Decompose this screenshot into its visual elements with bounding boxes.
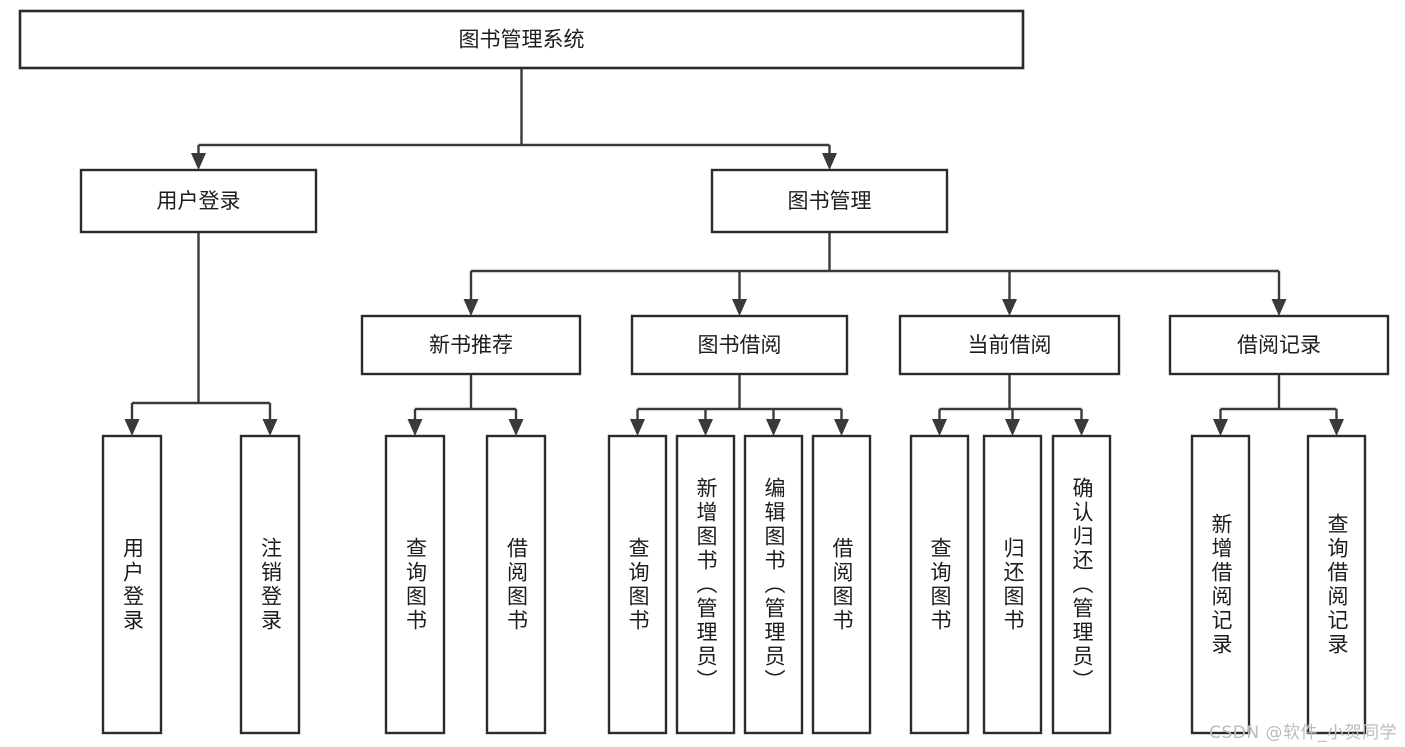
connector-layer bbox=[124, 68, 1344, 436]
connector-arrowhead bbox=[630, 419, 645, 436]
node-box[interactable] bbox=[898, 314, 1121, 376]
node-box[interactable] bbox=[101, 434, 163, 735]
node-box[interactable] bbox=[1168, 314, 1390, 376]
node-level3-3[interactable]: 借阅记录 bbox=[1168, 314, 1390, 376]
node-level3-0[interactable]: 新书推荐 bbox=[360, 314, 582, 376]
connector-arrowhead bbox=[1002, 299, 1017, 316]
connector-arrowhead bbox=[1271, 299, 1287, 316]
node-box[interactable] bbox=[1051, 434, 1112, 735]
node-box[interactable] bbox=[743, 434, 804, 735]
node-label: 图书管理系统 bbox=[459, 28, 585, 52]
node-leaf-1[interactable] bbox=[239, 434, 301, 735]
node-level2-1[interactable]: 图书管理 bbox=[710, 168, 949, 234]
node-label: 借阅记录 bbox=[1237, 333, 1321, 357]
node-leaf-7[interactable] bbox=[811, 434, 872, 735]
node-box[interactable] bbox=[909, 434, 970, 735]
node-box[interactable] bbox=[710, 168, 949, 234]
node-leaf-3[interactable] bbox=[485, 434, 547, 735]
connector-arrowhead bbox=[932, 419, 947, 436]
node-box[interactable] bbox=[630, 314, 849, 376]
connector-arrowhead bbox=[124, 419, 140, 436]
connector-arrowhead bbox=[463, 299, 479, 316]
node-leaf-2[interactable] bbox=[384, 434, 446, 735]
node-leaf-5[interactable] bbox=[675, 434, 736, 735]
connector-arrowhead bbox=[1074, 419, 1089, 436]
node-label: 图书借阅 bbox=[698, 333, 782, 357]
node-box[interactable] bbox=[239, 434, 301, 735]
connector-arrowhead bbox=[407, 419, 423, 436]
node-level3-2[interactable]: 当前借阅 bbox=[898, 314, 1121, 376]
node-leaf-9[interactable] bbox=[982, 434, 1043, 735]
node-level3-1[interactable]: 图书借阅 bbox=[630, 314, 849, 376]
node-box[interactable] bbox=[607, 434, 668, 735]
node-leaf-6[interactable] bbox=[743, 434, 804, 735]
node-box[interactable] bbox=[811, 434, 872, 735]
connector-arrowhead bbox=[508, 419, 524, 436]
node-box[interactable] bbox=[1306, 434, 1367, 735]
connector-arrowhead bbox=[1329, 419, 1344, 436]
node-leaf-11[interactable] bbox=[1190, 434, 1251, 735]
node-leaf-8[interactable] bbox=[909, 434, 970, 735]
node-leaf-4[interactable] bbox=[607, 434, 668, 735]
node-level2-0[interactable]: 用户登录 bbox=[79, 168, 318, 234]
node-label: 当前借阅 bbox=[968, 333, 1052, 357]
watermark: CSDN @软件_小贺同学 bbox=[1209, 723, 1397, 743]
node-box[interactable] bbox=[982, 434, 1043, 735]
node-box[interactable] bbox=[79, 168, 318, 234]
connector-arrowhead bbox=[732, 299, 747, 316]
node-leaf-12[interactable] bbox=[1306, 434, 1367, 735]
node-box[interactable] bbox=[485, 434, 547, 735]
connector-arrowhead bbox=[262, 419, 278, 436]
node-leaf-10[interactable] bbox=[1051, 434, 1112, 735]
connector-arrowhead bbox=[698, 419, 713, 436]
connector-arrowhead bbox=[834, 419, 849, 436]
node-box[interactable] bbox=[675, 434, 736, 735]
connector-arrowhead bbox=[1005, 419, 1020, 436]
connector-arrowhead bbox=[822, 153, 837, 170]
node-root-图书管理系统[interactable]: 图书管理系统 bbox=[18, 9, 1025, 70]
node-label: 用户登录 bbox=[157, 189, 241, 213]
node-box[interactable] bbox=[360, 314, 582, 376]
node-box[interactable] bbox=[384, 434, 446, 735]
node-label: 图书管理 bbox=[788, 189, 872, 213]
node-leaf-0[interactable] bbox=[101, 434, 163, 735]
connector-arrowhead bbox=[191, 153, 206, 170]
connector-arrowhead bbox=[766, 419, 781, 436]
node-box[interactable] bbox=[1190, 434, 1251, 735]
connector-arrowhead bbox=[1213, 419, 1228, 436]
node-box[interactable] bbox=[18, 9, 1025, 70]
node-label: 新书推荐 bbox=[429, 333, 513, 357]
